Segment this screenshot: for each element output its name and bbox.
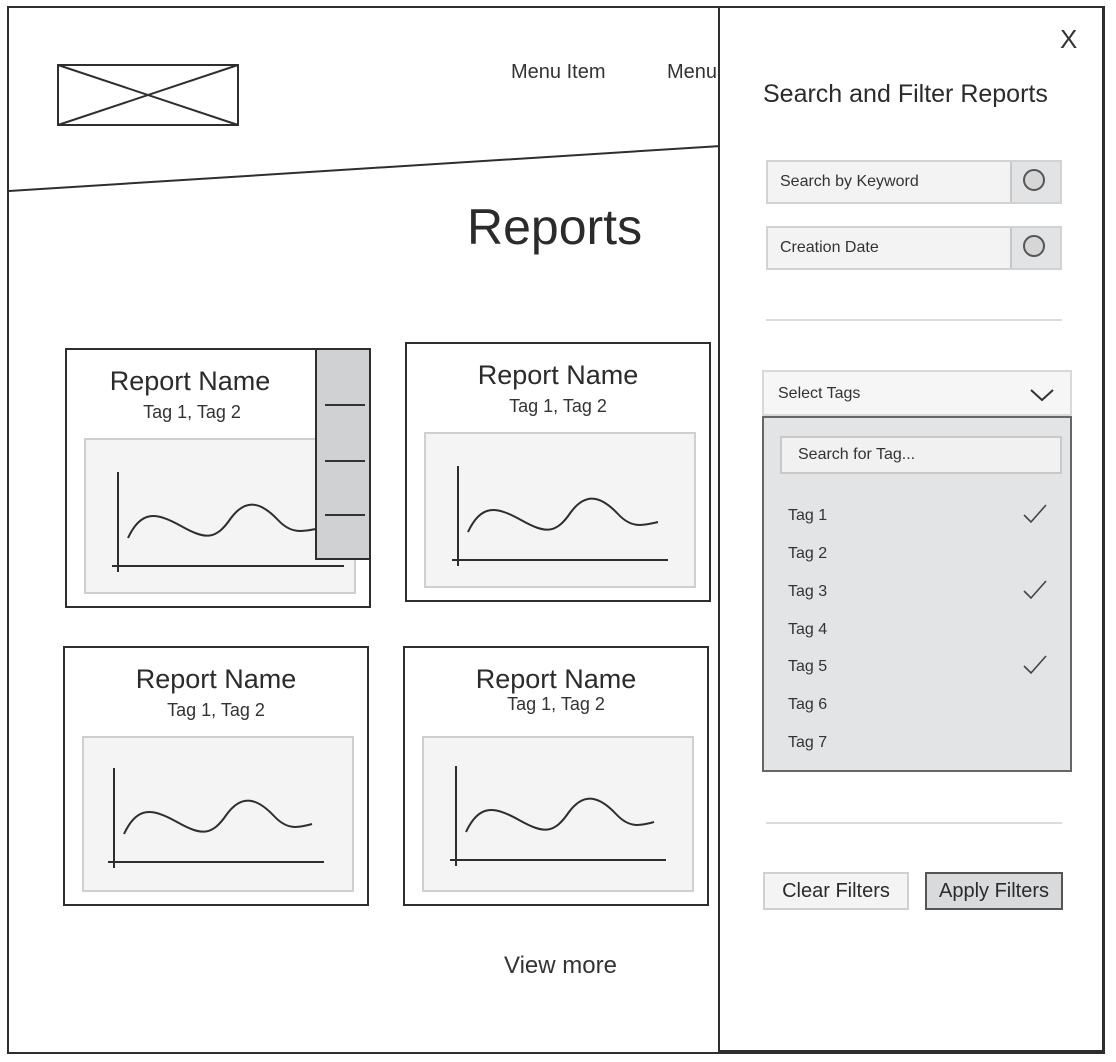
tag-dropdown-list: Tag 1 Tag 2 Tag 3 Tag 4 Tag 5 Tag 6 Tag … — [762, 416, 1072, 772]
tag-option-3[interactable]: Tag 3 — [788, 578, 1048, 608]
checkmark-icon — [1023, 580, 1047, 600]
tag-label: Tag 6 — [788, 696, 828, 713]
menu-option-2[interactable] — [325, 460, 365, 462]
report-tags: Tag 1, Tag 2 — [143, 402, 241, 422]
menu-option-1[interactable] — [325, 404, 365, 406]
checkmark-icon — [1023, 504, 1047, 524]
tag-option-5[interactable]: Tag 5 — [788, 653, 1048, 683]
panel-title: Search and Filter Reports — [763, 80, 1048, 108]
report-name: Report Name — [135, 664, 297, 694]
report-card[interactable]: Report Name Tag 1, Tag 2 — [403, 646, 709, 906]
tag-search-input[interactable] — [780, 436, 1062, 474]
tag-option-2[interactable]: Tag 2 — [788, 540, 1048, 570]
tag-option-6[interactable]: Tag 6 — [788, 691, 1048, 721]
select-tags-dropdown[interactable]: Select Tags — [762, 370, 1072, 416]
checkmark-icon — [1023, 655, 1047, 675]
report-name: Report Name — [477, 360, 639, 390]
tag-label: Tag 3 — [788, 583, 828, 600]
header-divider — [9, 145, 721, 192]
creation-date-toggle-button[interactable] — [1010, 228, 1060, 268]
clear-filters-button[interactable]: Clear Filters — [763, 872, 909, 910]
apply-filters-button[interactable]: Apply Filters — [925, 872, 1063, 910]
panel-divider — [766, 319, 1062, 321]
menu-item-2[interactable]: Menu — [667, 61, 718, 83]
filter-panel: X Search and Filter Reports Search by Ke… — [718, 8, 1104, 1052]
menu-item-1[interactable]: Menu Item — [511, 61, 606, 83]
report-card[interactable]: Report Name Tag 1, Tag 2 — [63, 646, 369, 906]
tag-label: Tag 2 — [788, 545, 828, 562]
logo-placeholder-icon — [57, 64, 239, 126]
report-chart — [84, 438, 356, 594]
tag-label: Tag 7 — [788, 734, 828, 751]
report-card[interactable]: Report Name Tag 1, Tag 2 — [65, 348, 371, 608]
keyword-search-placeholder: Search by Keyword — [780, 173, 919, 190]
radio-icon — [1023, 169, 1045, 191]
page-title: Reports — [467, 199, 643, 255]
card-hamburger-menu[interactable] — [315, 348, 371, 560]
tag-option-4[interactable]: Tag 4 — [788, 616, 1048, 646]
select-tags-label: Select Tags — [778, 385, 861, 402]
report-chart — [82, 736, 354, 892]
keyword-search-field[interactable]: Search by Keyword — [766, 160, 1062, 204]
menu-option-3[interactable] — [325, 514, 365, 516]
creation-date-placeholder: Creation Date — [780, 239, 879, 256]
panel-divider — [766, 822, 1062, 824]
report-tags: Tag 1, Tag 2 — [167, 700, 265, 720]
tag-label: Tag 4 — [788, 621, 828, 638]
report-tags: Tag 1, Tag 2 — [509, 396, 607, 416]
radio-icon — [1023, 235, 1045, 257]
report-name: Report Name — [475, 664, 637, 694]
tag-option-1[interactable]: Tag 1 — [788, 502, 1048, 532]
report-card[interactable]: Report Name Tag 1, Tag 2 — [405, 342, 711, 602]
keyword-toggle-button[interactable] — [1010, 162, 1060, 202]
tag-label: Tag 1 — [788, 507, 828, 524]
tag-option-7[interactable]: Tag 7 — [788, 729, 1048, 759]
chevron-down-icon[interactable] — [1028, 380, 1056, 408]
report-tags: Tag 1, Tag 2 — [507, 694, 605, 714]
tag-label: Tag 5 — [788, 658, 828, 675]
close-icon[interactable]: X — [1060, 24, 1078, 54]
view-more-link[interactable]: View more — [504, 952, 617, 979]
report-chart — [424, 432, 696, 588]
report-name: Report Name — [109, 366, 271, 396]
creation-date-field[interactable]: Creation Date — [766, 226, 1062, 270]
report-chart — [422, 736, 694, 892]
